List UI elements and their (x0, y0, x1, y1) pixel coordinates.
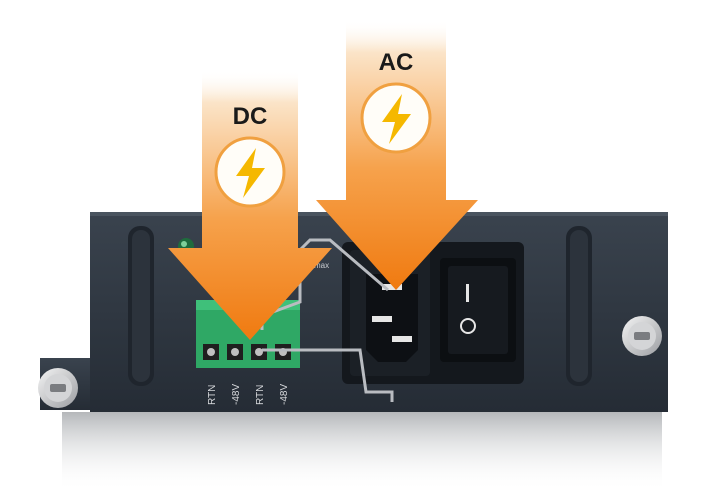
ac-inlet-housing (342, 242, 524, 384)
inlet-pin-top (382, 284, 402, 290)
lightning-bolt-icon (236, 148, 265, 198)
terminal-label: -48V (231, 384, 242, 405)
terminal-label: RTN (207, 385, 218, 405)
dc-badge (214, 136, 286, 208)
floor-reflection (62, 412, 662, 492)
switch-on-mark (466, 284, 469, 302)
switch-off-mark (460, 318, 476, 334)
terminal-label: -48V (279, 384, 290, 405)
retaining-clip-lower (262, 348, 394, 402)
lightning-bolt-icon (382, 94, 411, 144)
ac-label: AC (379, 49, 414, 76)
ac-input-arrow (316, 20, 478, 290)
inlet-pin-right (392, 336, 412, 342)
left-thumb-screw[interactable] (38, 368, 78, 408)
inlet-pin-left (372, 316, 392, 322)
dc-label: DC (233, 103, 268, 130)
right-thumb-screw[interactable] (622, 316, 662, 356)
terminal-label: RTN (255, 385, 266, 405)
rating-text: max (314, 261, 329, 270)
ac-badge (360, 82, 432, 154)
